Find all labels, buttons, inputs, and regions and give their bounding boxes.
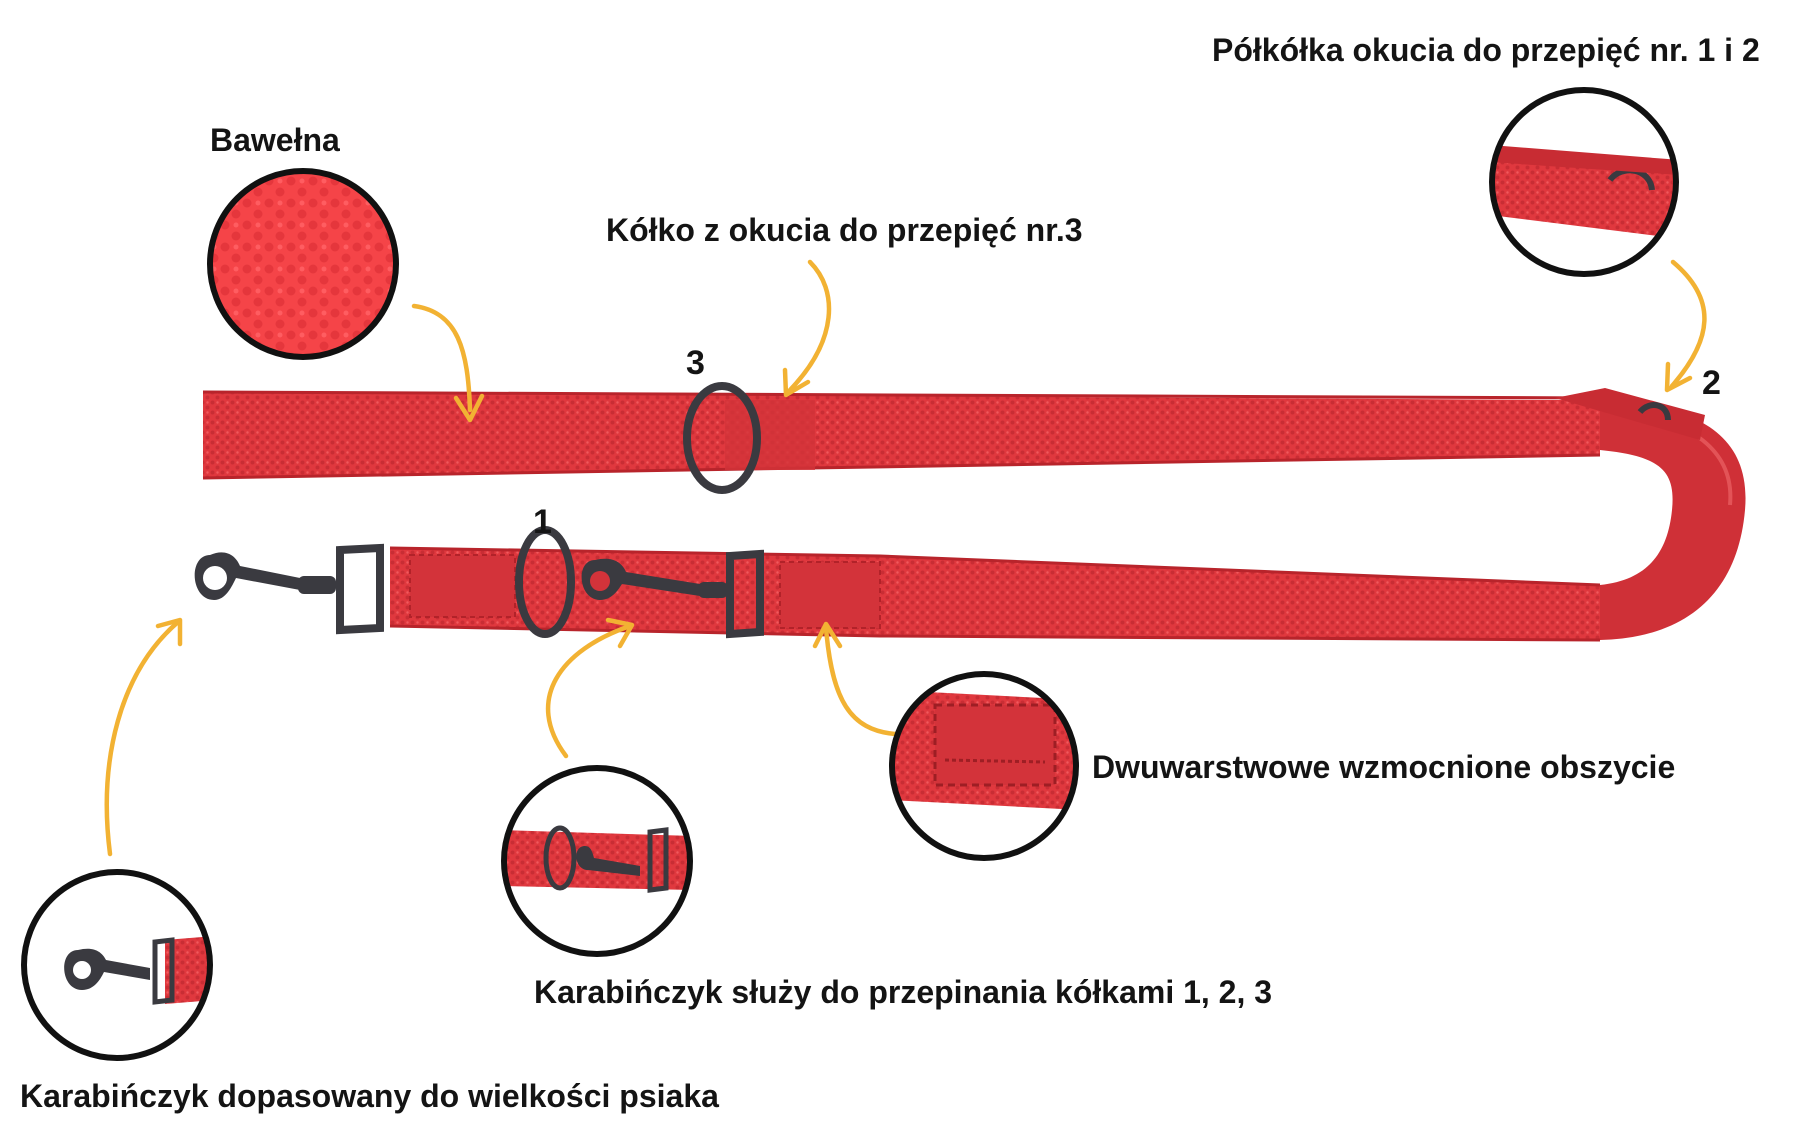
arrow-halfring [1669,259,1707,389]
magnifier-circle [501,765,693,957]
magnifier-circle [889,671,1079,861]
callout-clip-switch [501,765,693,957]
arrow-cotton [411,303,473,413]
label-halfring: Półkółka okucia do przepięć nr. 1 i 2 [1212,32,1760,68]
ring-number-1: 1 [533,503,552,541]
arrow-switch [545,623,633,759]
arrow-stitching [823,625,898,737]
callout-cotton [207,168,399,360]
callout-halfring [1489,87,1679,277]
callout-clip-size [21,869,213,1061]
callout-stitching [889,671,1079,861]
upper-strap [203,392,1600,478]
arrow-ring3 [787,259,832,393]
ring-number-3: 3 [686,344,705,382]
lower-strap [390,548,1600,640]
arrow-size [104,619,181,857]
label-stitching: Dwuwarstwowe wzmocnione obszycie [1092,749,1676,785]
label-clip-switch: Karabińczyk służy do przepinania kółkami… [534,974,1273,1010]
callout-arrows [104,259,1707,857]
half-ring-2 [1637,402,1671,421]
label-clip-size: Karabińczyk dopasowany do wielkości psia… [20,1078,719,1114]
ring-number-2: 2 [1702,364,1721,402]
o-ring-3 [683,382,761,494]
label-cotton: Bawełna [210,122,340,158]
magnifier-circle [1489,87,1679,277]
leash-loop [1555,398,1746,640]
magnifier-circle [207,168,399,360]
leash [194,382,1746,642]
d-ring-1 [515,526,575,638]
snap-hook-middle [581,549,764,639]
label-ring3: Kółko z okucia do przepięć nr.3 [606,212,1083,248]
magnifier-circle [21,869,213,1061]
snap-hook-end [194,543,384,635]
